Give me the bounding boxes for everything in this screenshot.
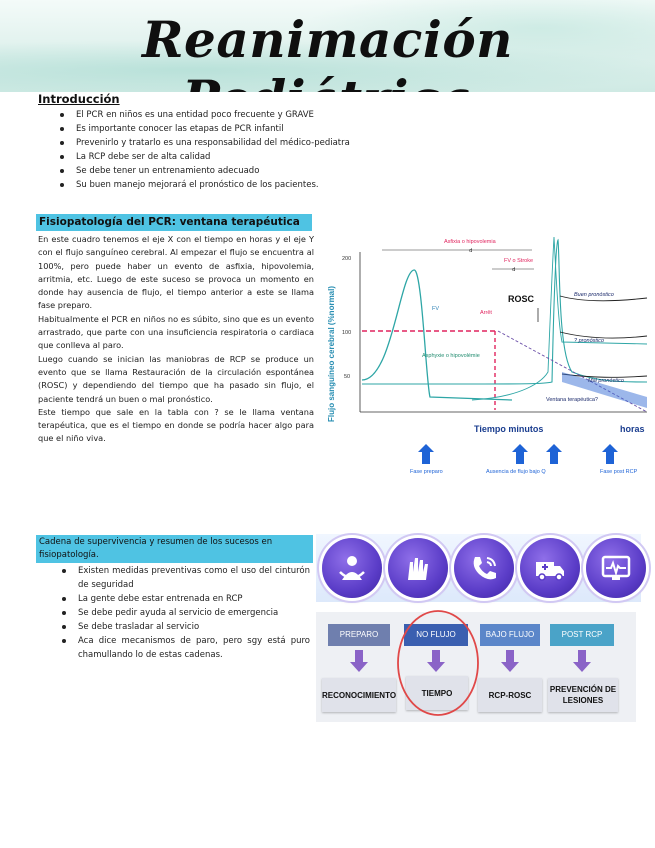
phase-label-ausencia: Ausencia de flujo bajo Q	[486, 469, 546, 475]
ytick-200: 200	[342, 256, 351, 262]
list-item: La RCP debe ser de alta calidad	[56, 150, 456, 164]
prevention-icon	[322, 538, 382, 598]
chart-xlabel: Tiempo minutos	[474, 424, 543, 434]
label-fv-stroke: FV o Stroke	[504, 258, 533, 264]
fisio-heading: Fisiopatología del PCR: ventana terapéut…	[36, 214, 312, 231]
flow-result-prevencion: PREVENCIÓN DE LESIONES	[548, 678, 618, 712]
list-item: Es importante conocer las etapas de PCR …	[56, 122, 456, 136]
flow-phase-post-rcp: POST RCP	[550, 624, 614, 646]
monitor-icon	[586, 538, 646, 598]
blood-flow-chart: Flujo sanguíneo cerebral (%normal) 200 1…	[327, 236, 648, 475]
flow-phase-preparo: PREPARO	[328, 624, 390, 646]
list-item: Se debe pedir ayuda al servicio de emerg…	[58, 606, 310, 620]
phase-label-post: Fase post RCP	[600, 469, 638, 475]
list-item: Aca dice mecanismos de paro, pero sgy es…	[58, 634, 310, 662]
phone-icon	[454, 538, 514, 598]
list-item: La gente debe estar entrenada en RCP	[58, 592, 310, 606]
label-d1: d	[469, 248, 473, 254]
list-item: Se debe trasladar al servicio	[58, 620, 310, 634]
header-banner: Reanimación Pediátrica	[0, 0, 655, 92]
list-item: Existen medidas preventivas como el uso …	[58, 564, 310, 592]
label-asphyxia-text: Asphyxie o hipovolémie	[422, 353, 480, 359]
ytick-50: 50	[344, 374, 350, 380]
cadena-list: Existen medidas preventivas como el uso …	[58, 564, 310, 662]
list-item: Su buen manejo mejorará el pronóstico de…	[56, 178, 456, 192]
ytick-100: 100	[342, 330, 351, 336]
label-fv: FV	[432, 306, 439, 312]
intro-heading: Introducción	[38, 92, 120, 106]
label-pronostico: ? pronóstico	[574, 338, 604, 344]
fisio-text: En este cuadro tenemos el eje X con el t…	[38, 233, 314, 446]
list-item: Se debe tener un entrenamiento adecuado	[56, 164, 456, 178]
label-mal: Mal pronóstico	[588, 378, 624, 384]
label-rosc: ROSC	[508, 294, 535, 304]
flow-result-tiempo: TIEMPO	[406, 676, 468, 710]
paragraph: Habitualmente el PCR en niños no es súbi…	[38, 313, 314, 351]
phases-flow-diagram: PREPARO NO FLUJO BAJO FLUJO POST RCP REC…	[316, 610, 636, 722]
label-asfixia: Asfixia o hipovolemia	[444, 239, 497, 245]
list-item: Prevenirlo y tratarlo es una responsabil…	[56, 136, 456, 150]
label-ventana: Ventana terapéutica?	[546, 397, 598, 403]
highlight-ellipse	[397, 610, 479, 716]
paragraph: Este tiempo que sale en la tabla con ? s…	[38, 406, 314, 444]
flow-result-reconocimiento: RECONOCIMIENTO	[322, 678, 396, 712]
label-arrest: Arrêt	[480, 310, 492, 316]
chart-xlabel2: horas	[620, 424, 645, 434]
survival-chain-icons	[316, 534, 655, 602]
arrow-up-icon	[418, 444, 618, 464]
chart-ylabel: Flujo sanguíneo cerebral (%normal)	[327, 286, 336, 422]
hands-icon	[388, 538, 448, 598]
flow-phase-no-flujo: NO FLUJO	[404, 624, 468, 646]
flow-arrows	[350, 650, 591, 672]
phase-label-preparo: Fase preparo	[410, 469, 443, 475]
ambulance-icon	[520, 538, 580, 598]
flow-phase-bajo-flujo: BAJO FLUJO	[480, 624, 540, 646]
paragraph: Luego cuando se inician las maniobras de…	[38, 353, 314, 404]
intro-list: El PCR en niños es una entidad poco frec…	[56, 108, 456, 192]
flow-result-rcp-rosc: RCP-ROSC	[478, 678, 542, 712]
label-asphyxia: Asphyxie o hipovolémie	[422, 353, 480, 359]
page-title: Reanimación Pediátrica	[141, 10, 514, 92]
label-buen: Buen pronóstico	[574, 292, 614, 298]
cadena-heading: Cadena de supervivencia y resumen de los…	[36, 535, 313, 563]
label-d2: d	[512, 267, 516, 273]
list-item: El PCR en niños es una entidad poco frec…	[56, 108, 456, 122]
paragraph: En este cuadro tenemos el eje X con el t…	[38, 234, 314, 311]
